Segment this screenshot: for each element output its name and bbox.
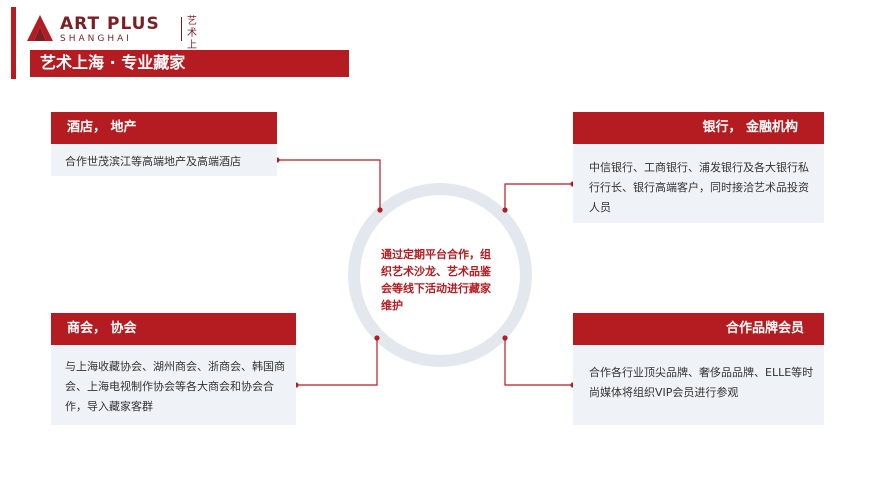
connector-top-left [277, 159, 381, 210]
logo-chinese-line1: 艺术 [187, 16, 197, 39]
card-bank-finance-body: 中信银行、工商银行、浦发银行及各大银行私行行长、银行高端客户，同时接洽艺术品投资… [573, 144, 824, 223]
left-accent-bar [11, 7, 16, 79]
page-title: 艺术上海 · 专业藏家 [40, 53, 186, 72]
connector-bottom-right [504, 338, 573, 386]
center-text: 通过定期平台合作，组织艺术沙龙、艺术品鉴会等线下活动进行藏家维护 [381, 248, 491, 312]
connector-bottom-left [296, 338, 378, 386]
logo-text: ART PLUS [60, 14, 160, 34]
card-hotel-realestate-body: 合作世茂滨江等高端地产及高端酒店 [51, 144, 277, 176]
logo-subtext: SHANGHAI [60, 34, 132, 44]
card-hotel-realestate-title: 酒店， 地产 [51, 112, 277, 144]
connector-dot [502, 335, 508, 341]
connector-dot [374, 335, 380, 341]
card-chamber-association-body: 与上海收藏协会、湖州商会、浙商会、韩国商会、上海电视制作协会等各大商会和协会合作… [51, 345, 296, 425]
title-band: 艺术上海 · 专业藏家 [30, 50, 349, 77]
logo-divider [181, 17, 182, 41]
card-brand-members-body: 合作各行业顶尖品牌、奢侈品品牌、ELLE等时尚媒体将组织VIP会员进行参观 [573, 345, 824, 425]
connector-top-right [504, 183, 573, 210]
card-bank-finance-title: 银行， 金融机构 [573, 112, 824, 144]
center-ring [348, 183, 532, 367]
connector-dot [377, 207, 383, 213]
logo-mark-icon [27, 15, 53, 41]
center-ring-inner [361, 196, 519, 354]
card-brand-members-title: 合作品牌会员 [573, 313, 824, 345]
connector-dot [502, 207, 508, 213]
card-chamber-association-title: 商会， 协会 [51, 313, 296, 345]
